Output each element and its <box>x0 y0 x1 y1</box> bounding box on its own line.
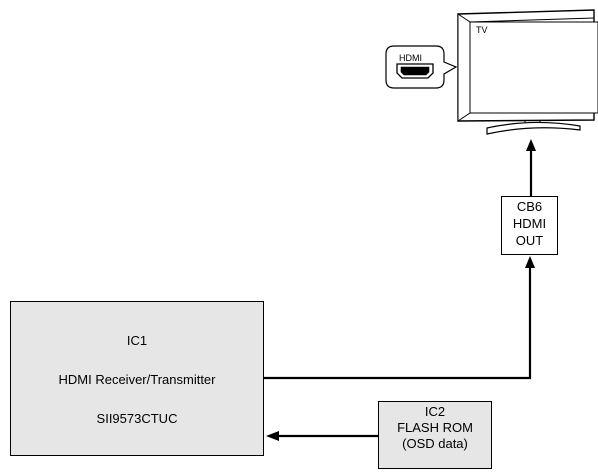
ic1-line-2: HDMI Receiver/Transmitter <box>58 372 216 387</box>
ic1-to-cb6-connector <box>264 266 532 380</box>
ic2-line-1: IC2 <box>424 404 446 419</box>
hdmi-port-callout <box>385 45 458 89</box>
ic1-to-cb6-arrowhead <box>525 256 535 268</box>
cb6-line-2: HDMI <box>512 216 547 231</box>
ic1-hdmi-receiver-box: IC1 HDMI Receiver/Transmitter SII9573CTU… <box>10 301 264 456</box>
ic2-flash-rom-box: IC2 FLASH ROM (OSD data) <box>378 401 492 469</box>
hdmi-port-label: HDMI <box>399 53 422 63</box>
ic1-line-3: SII9573CTUC <box>96 411 178 426</box>
ic2-line-2: FLASH ROM <box>397 420 473 435</box>
ic2-line-3: (OSD data) <box>402 436 468 451</box>
cb6-line-3: OUT <box>515 233 544 248</box>
cb6-line-1: CB6 <box>516 199 543 214</box>
tv-label: TV <box>476 25 488 35</box>
ic2-to-ic1-arrowhead <box>266 431 279 441</box>
cb6-hdmi-out-box: CB6 HDMI OUT <box>501 196 558 255</box>
ic1-line-1: IC1 <box>126 333 148 348</box>
tv-icon <box>457 9 598 135</box>
cb6-to-tv-arrowhead <box>526 139 536 151</box>
